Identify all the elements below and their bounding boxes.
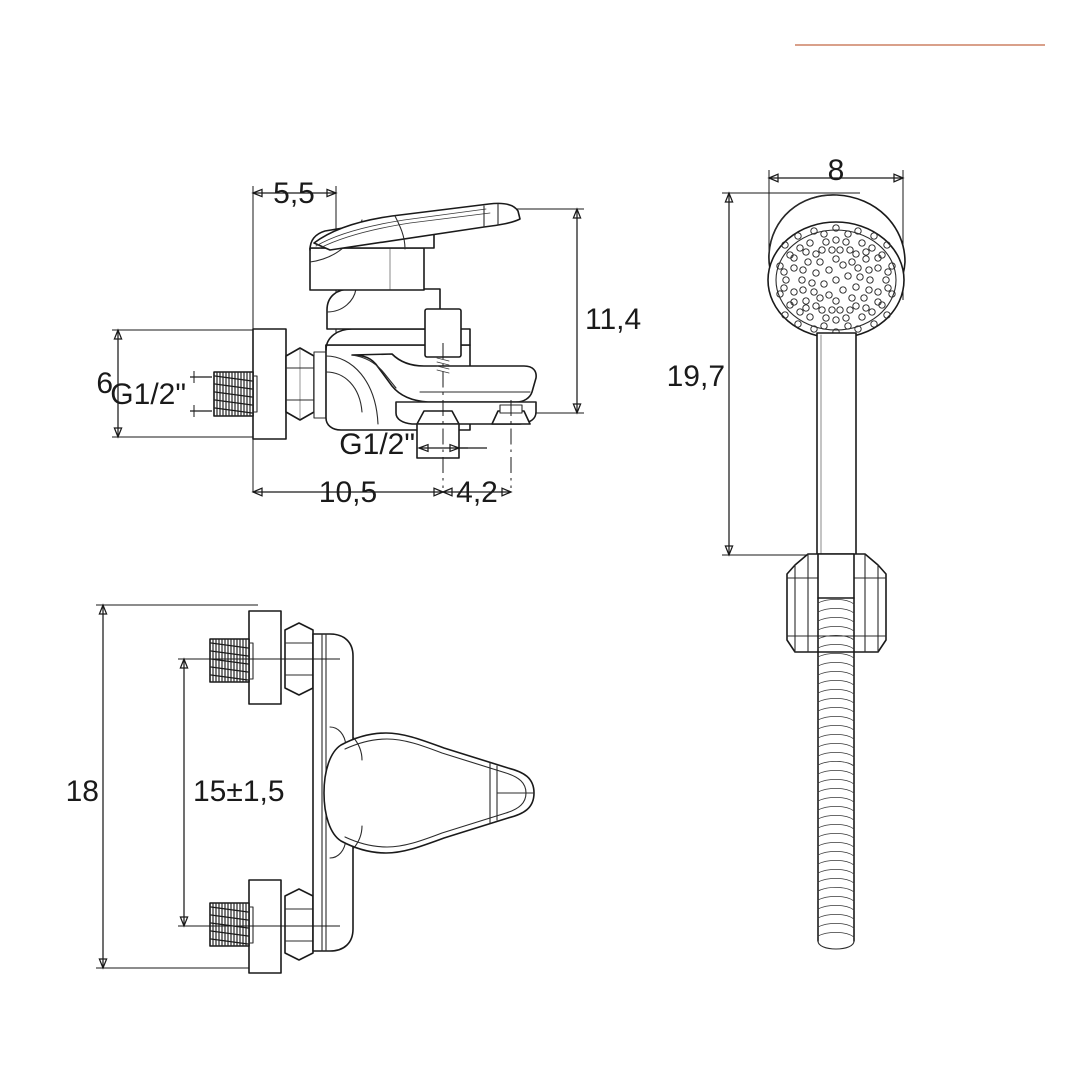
shower-nozzle-pattern [776, 224, 896, 336]
plan-lever-handle [323, 732, 535, 854]
shower-head-faceplate [767, 221, 905, 339]
dimension-6: 6 [96, 328, 258, 439]
thread-callout-outlet: G1/2" [339, 428, 487, 461]
dim-label-19-7: 19,7 [667, 360, 725, 393]
lever-handle [313, 202, 521, 251]
flexible-hose [817, 597, 855, 950]
dimension-15-pm-1-5: 15±1,5 [178, 657, 310, 928]
dim-label-8: 8 [828, 154, 845, 187]
dimension-10-5: 10,5 [251, 476, 445, 509]
dimension-19-7: 19,7 [667, 191, 862, 557]
thread-hatching-upper [210, 639, 249, 682]
thread-callout-inlet: G1/2" [110, 371, 212, 417]
hose-coil-pattern [817, 598, 855, 938]
dimension-8: 8 [767, 154, 905, 300]
dim-label-6: 6 [96, 367, 113, 400]
thread-label-outlet: G1/2" [339, 428, 415, 461]
shower-handle-stem [816, 332, 857, 558]
hose-coupling-nut [786, 553, 887, 653]
dimension-4-2: 4,2 [441, 476, 513, 509]
thread-label-inlet: G1/2" [110, 378, 186, 411]
dimension-11-4: 11,4 [505, 207, 641, 415]
cartridge-neck [326, 288, 441, 330]
dim-label-5-5: 5,5 [273, 177, 315, 210]
shower-outlet-boss [416, 410, 460, 459]
wall-flange [252, 328, 287, 440]
plan-inlet-upper [209, 610, 314, 705]
dim-label-4-2: 4,2 [456, 476, 498, 509]
thread-hatching-inlet [214, 372, 253, 416]
view-hand-shower: 8 19,7 [667, 154, 906, 950]
dim-label-15-pm-1-5: 15±1,5 [193, 775, 285, 808]
dim-label-18: 18 [66, 775, 99, 808]
view-plan: 18 15±1,5 [66, 603, 535, 974]
dimension-18: 18 [66, 603, 258, 970]
inlet-hex-nut [285, 347, 327, 421]
plan-inlet-lower [209, 879, 314, 974]
accent-rule-top [795, 44, 1045, 46]
inlet-threaded-nipple [213, 371, 258, 417]
dim-label-10-5: 10,5 [319, 476, 377, 509]
dim-label-11-4: 11,4 [585, 303, 641, 336]
view-front-elevation: 5,5 11,4 6 [96, 177, 641, 509]
